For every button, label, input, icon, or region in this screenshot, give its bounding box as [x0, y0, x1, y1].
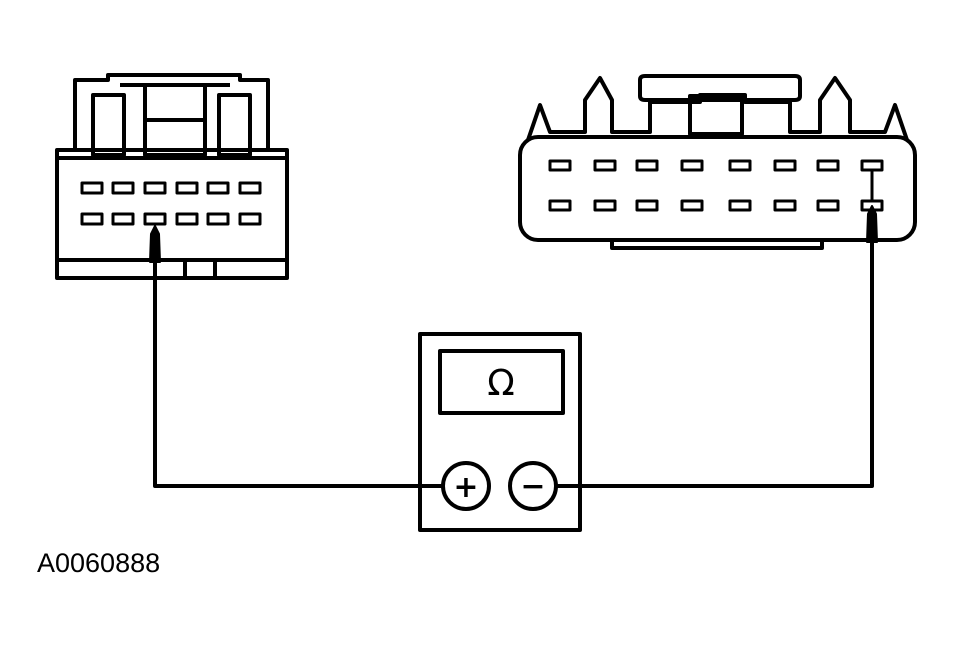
positive-terminal: [441, 461, 491, 511]
left-connector-pins: [80, 181, 262, 226]
negative-test-lead: [557, 242, 874, 488]
left-probe: [149, 225, 161, 263]
ohm-symbol: Ω: [487, 363, 515, 404]
right-connector-pins: [548, 159, 884, 212]
left-connector: [55, 73, 289, 280]
right-probe: [866, 205, 878, 243]
positive-test-lead: [153, 262, 443, 488]
negative-terminal: [508, 461, 558, 511]
right-connector: [518, 74, 917, 250]
ohmmeter: Ω + −: [418, 332, 582, 532]
meter-display: [438, 349, 565, 415]
positive-terminal-label: +: [453, 470, 478, 505]
negative-terminal-label: −: [520, 469, 545, 504]
figure-id-label: A0060888: [37, 548, 161, 578]
